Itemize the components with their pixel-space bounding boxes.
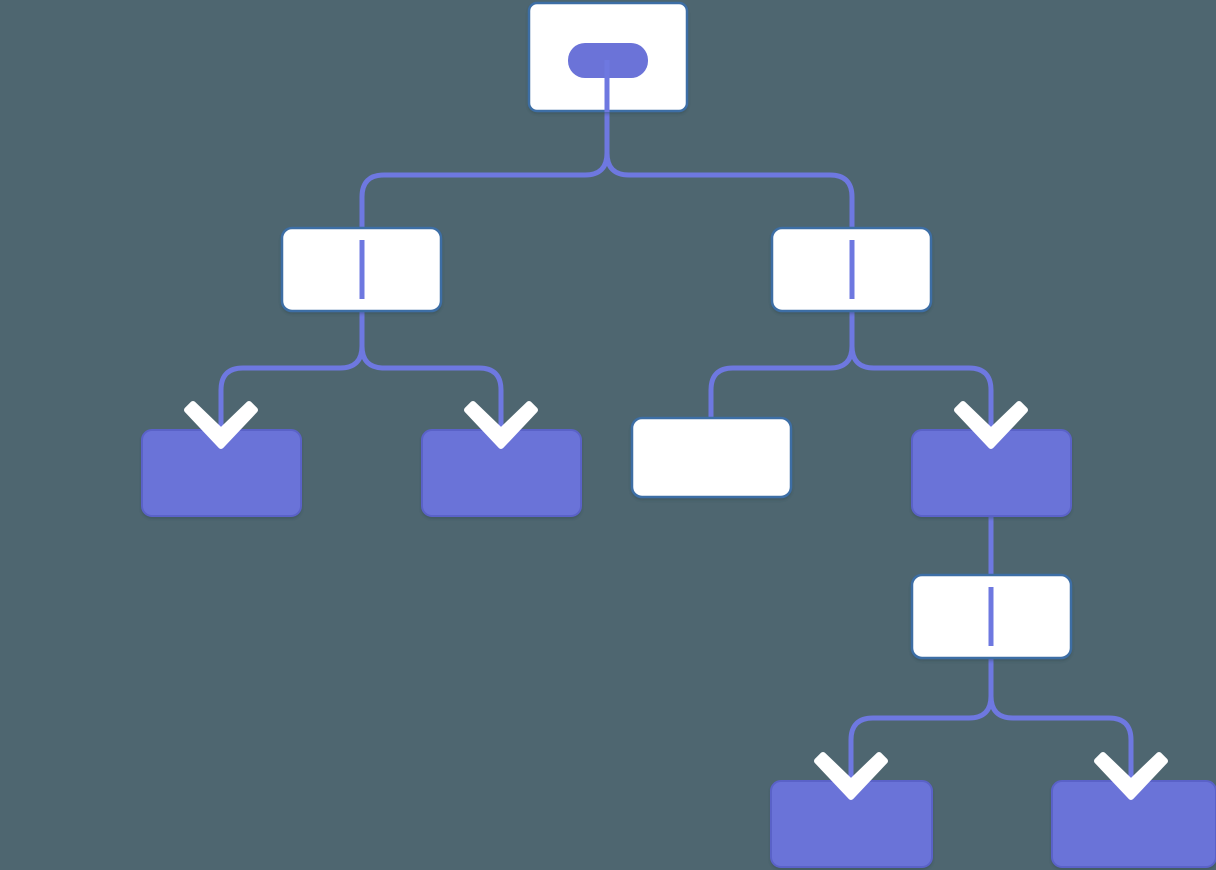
edge-level3-to-node-two[interactable] xyxy=(988,658,1134,797)
edge-root-to-level1-right[interactable] xyxy=(604,111,855,230)
chevron-glyph xyxy=(184,401,258,449)
chevron-glyph xyxy=(954,401,1028,449)
chevron-down-icon xyxy=(184,401,258,449)
node-box-outlined[interactable] xyxy=(630,416,793,499)
chevron-down-icon xyxy=(814,752,888,800)
chevron-down-icon xyxy=(464,401,538,449)
node-layer xyxy=(141,1,1216,868)
chevron-glyph xyxy=(1094,752,1168,800)
chevron-glyph xyxy=(814,752,888,800)
chevron-down-icon xyxy=(1094,752,1168,800)
marker-layer xyxy=(184,401,1168,800)
root-stub-line xyxy=(604,60,610,112)
chevron-down-icon xyxy=(954,401,1028,449)
edge-level1-right-to-node-four[interactable] xyxy=(849,311,994,446)
level2-node-three[interactable] xyxy=(630,416,793,499)
chevron-glyph xyxy=(464,401,538,449)
edge-level1-left-to-node-two[interactable] xyxy=(359,311,504,446)
